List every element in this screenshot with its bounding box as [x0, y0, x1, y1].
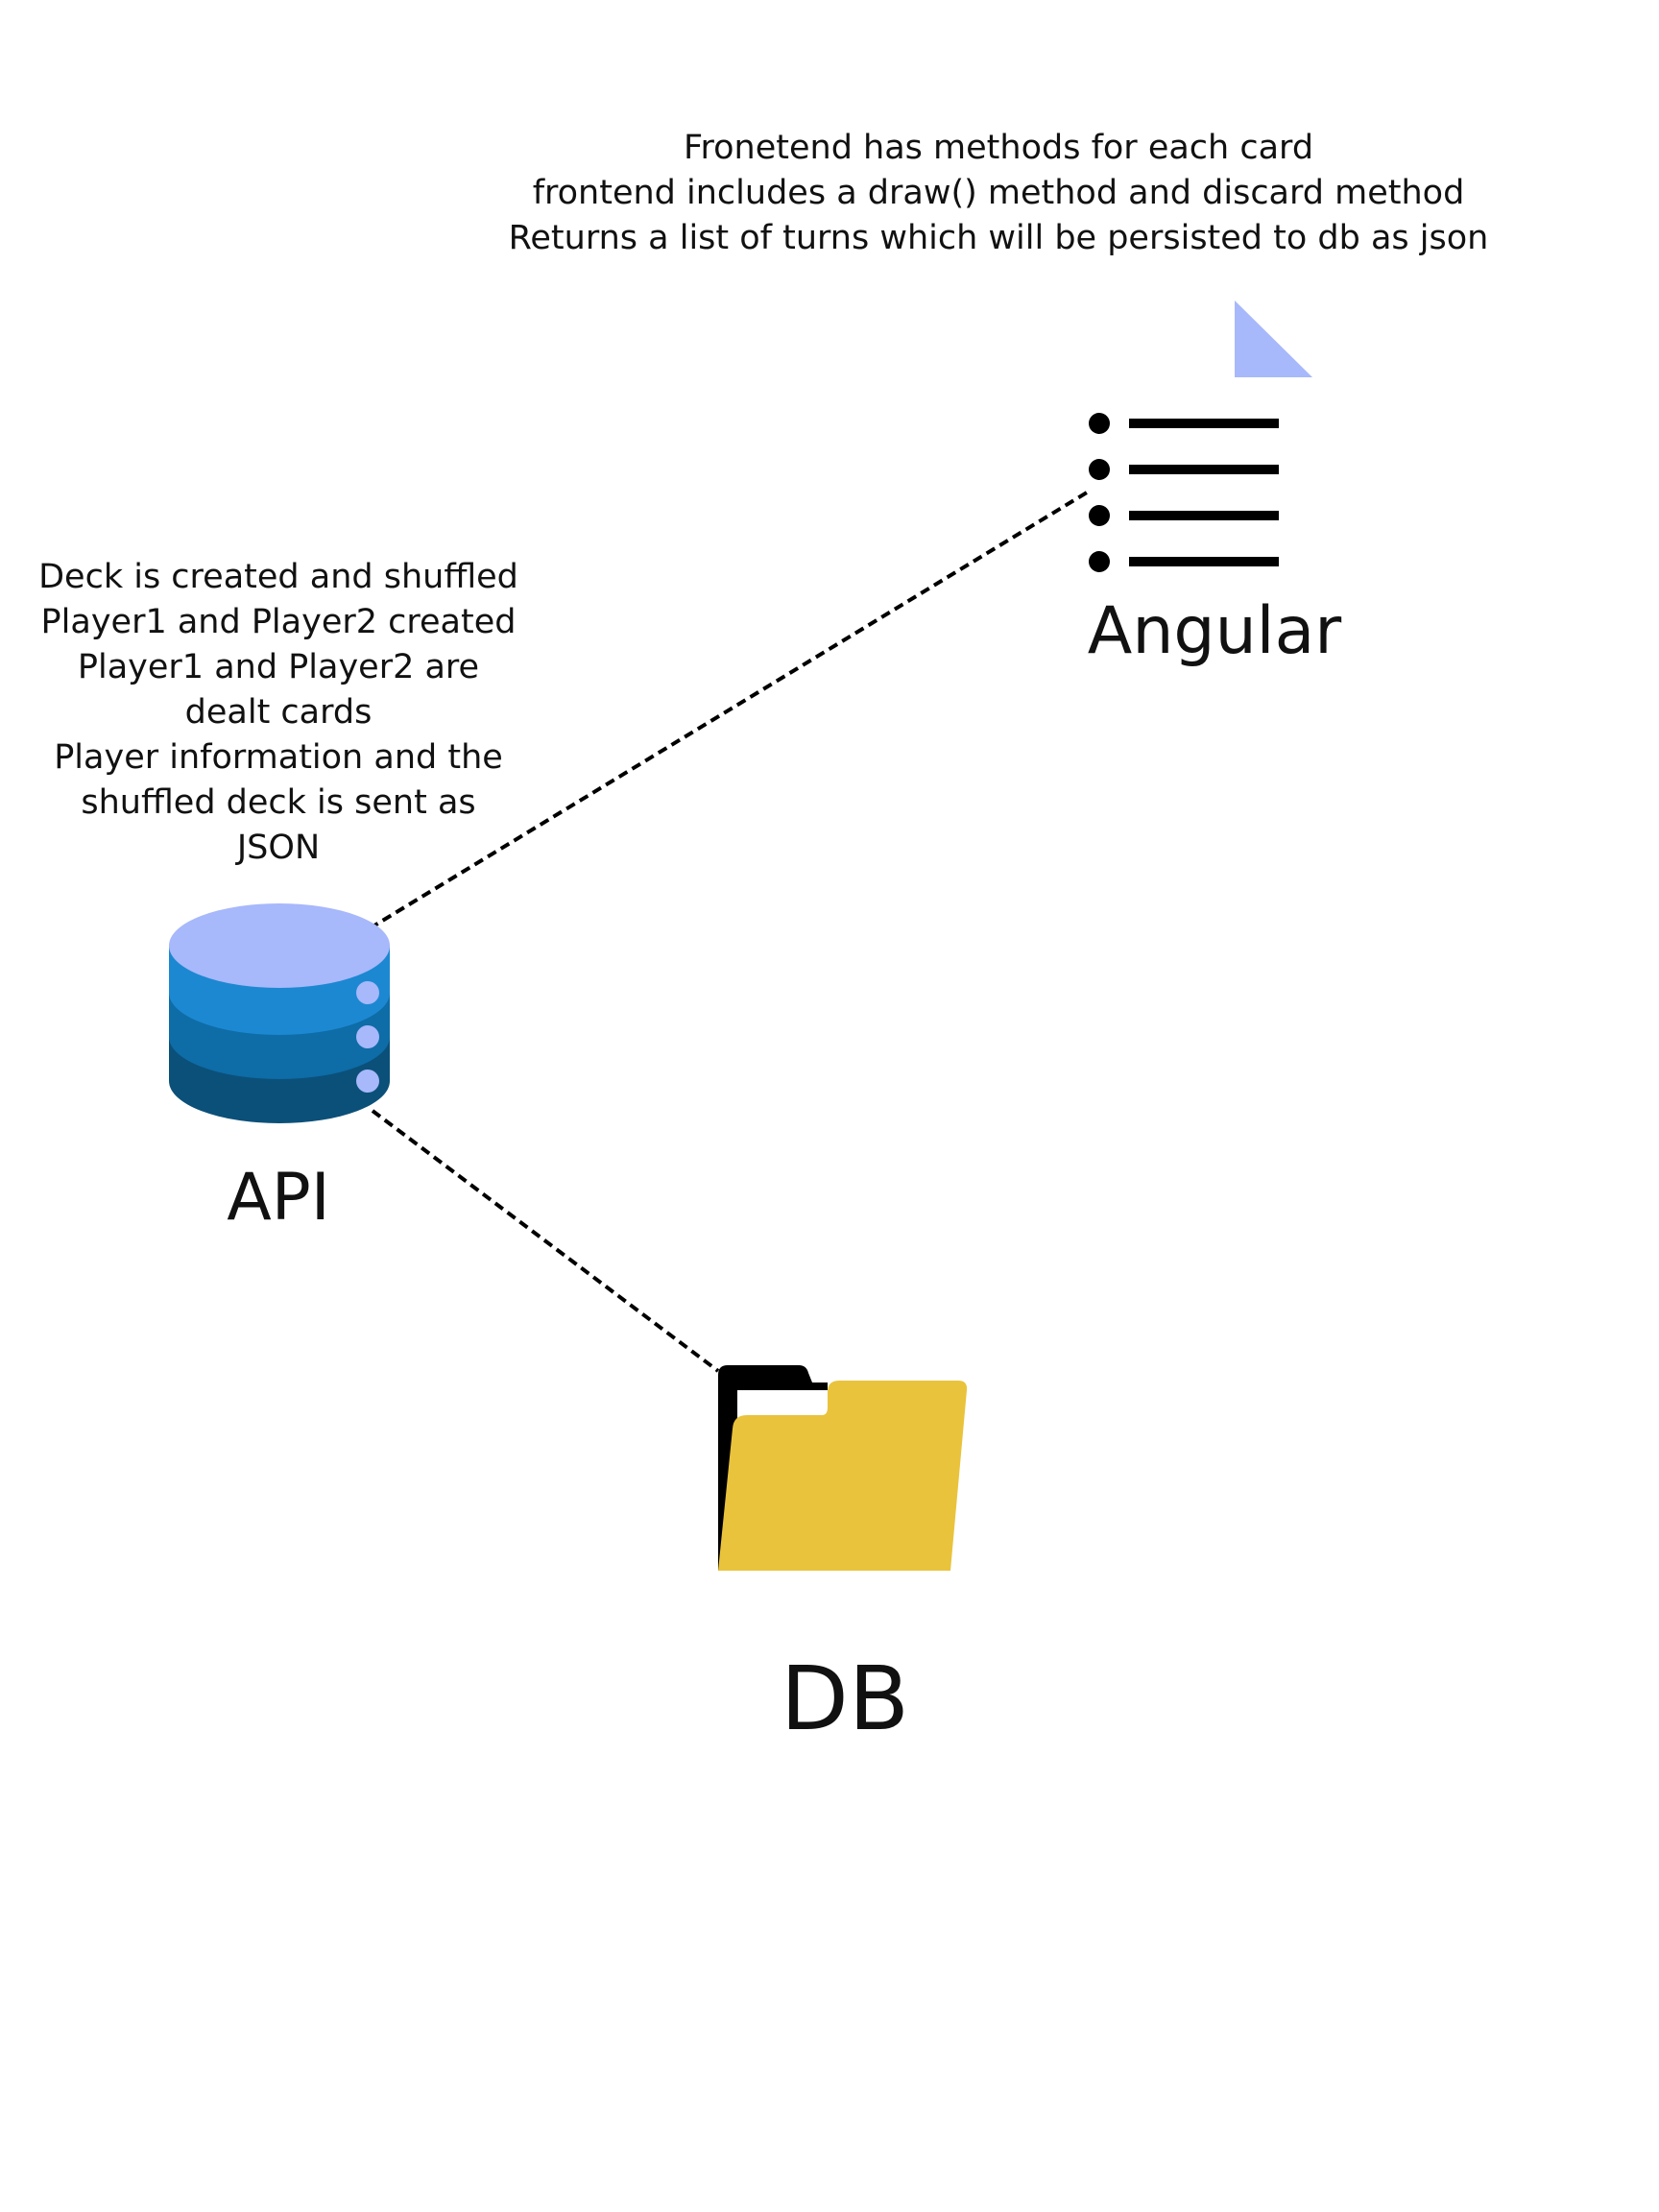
connector-api-angular: [328, 491, 1089, 954]
api-note-line: Deck is created and shuffled: [38, 558, 518, 596]
angular-label: Angular: [1087, 593, 1342, 669]
angular-note-line: Fronetend has methods for each card: [683, 129, 1314, 167]
connector-api-db: [371, 1109, 720, 1373]
triangle-decoration: [1235, 301, 1312, 377]
api-note-line: Player1 and Player2 created: [40, 603, 517, 641]
list-icon: [1089, 413, 1279, 572]
database-icon: [169, 903, 390, 1123]
api-note-line: Player information and the: [54, 738, 503, 777]
db-label: DB: [781, 1647, 909, 1750]
api-note-line: dealt cards: [184, 693, 373, 732]
api-note-line: JSON: [236, 829, 321, 867]
api-note: Deck is created and shuffled Player1 and…: [19, 555, 538, 871]
api-note-line: Player1 and Player2 are: [77, 648, 480, 686]
folder-icon: [718, 1365, 968, 1571]
angular-note-line: Returns a list of turns which will be pe…: [508, 219, 1489, 257]
angular-note: Fronetend has methods for each card fron…: [422, 126, 1575, 261]
api-label: API: [227, 1160, 330, 1236]
api-note-line: shuffled deck is sent as: [81, 783, 476, 822]
angular-note-line: frontend includes a draw() method and di…: [532, 174, 1465, 212]
